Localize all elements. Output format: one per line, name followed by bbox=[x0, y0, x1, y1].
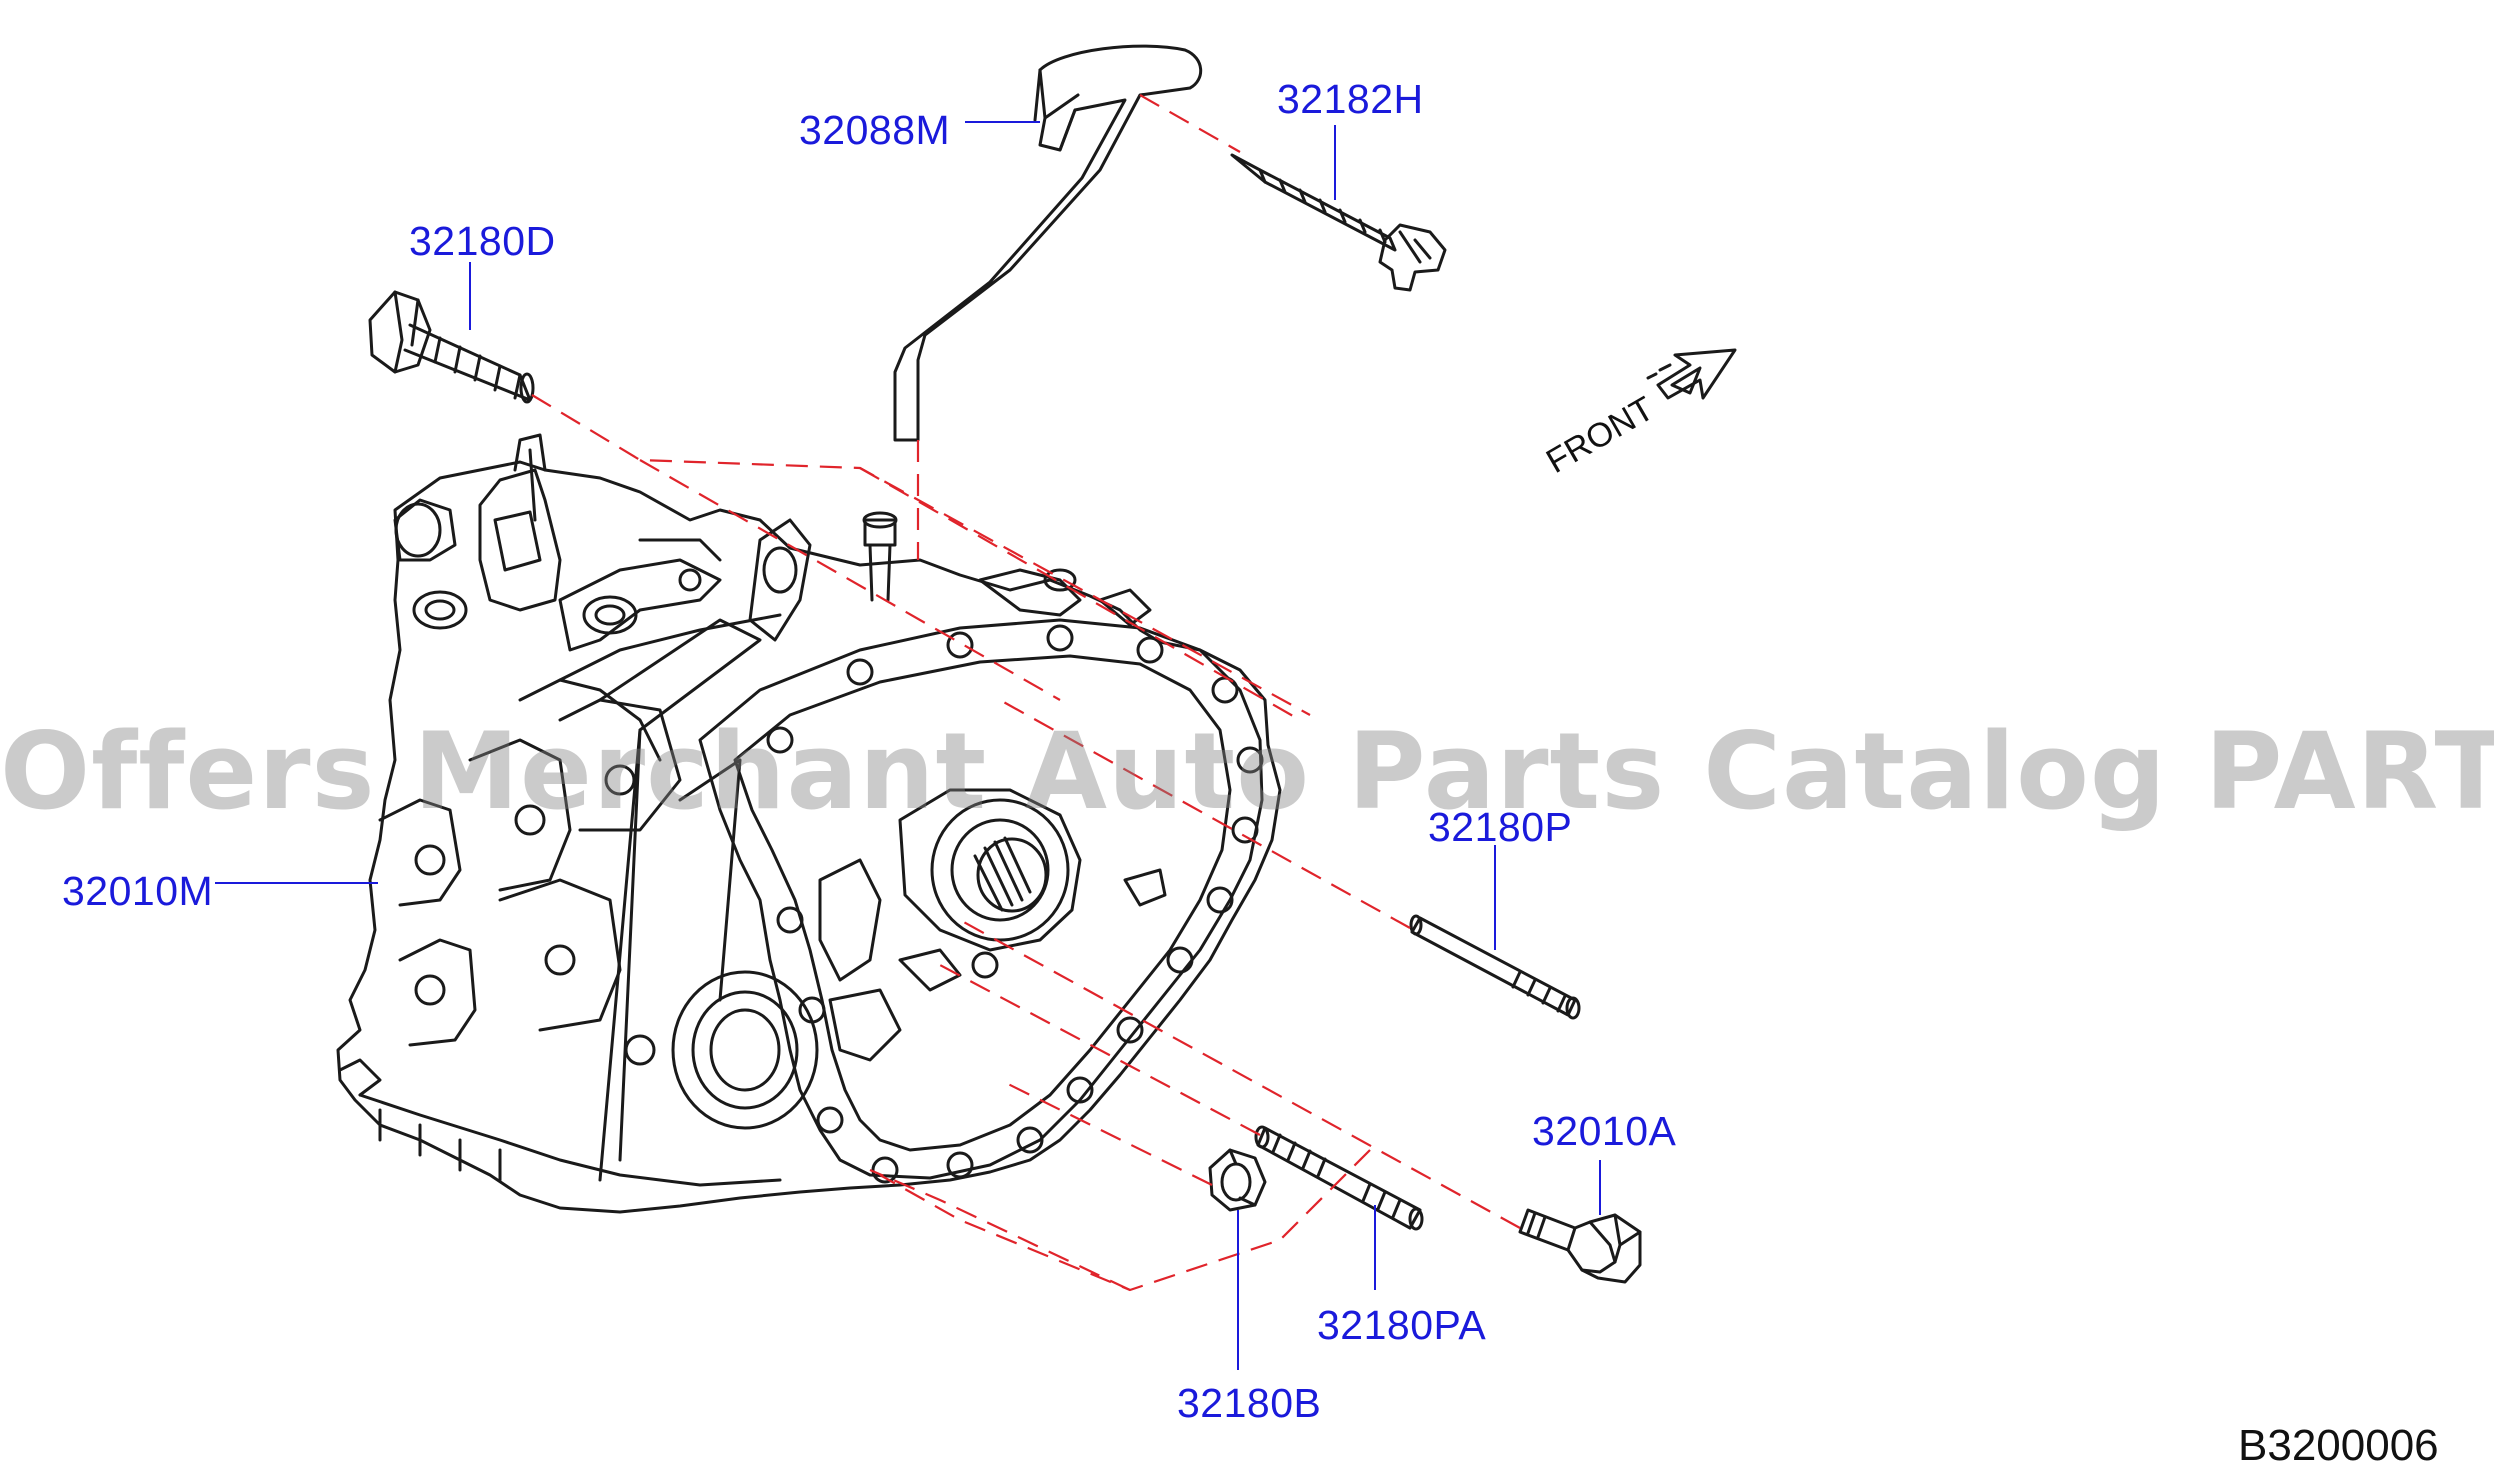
stud-32180P bbox=[1409, 914, 1581, 1020]
bolt-32010A bbox=[1518, 1208, 1642, 1284]
callout-32180PA[interactable]: 32180PA bbox=[1317, 1302, 1487, 1348]
watermark: Offers Merchant Auto Parts Catalog PARTS… bbox=[0, 710, 2494, 833]
hose-clip bbox=[1230, 153, 1447, 292]
diagram-id: B3200006 bbox=[2238, 1421, 2439, 1470]
callout-32088M[interactable]: 32088M bbox=[799, 107, 951, 153]
stud-32180PA bbox=[1254, 1125, 1424, 1231]
nut-32180B bbox=[1208, 1148, 1267, 1212]
callout-32180B[interactable]: 32180B bbox=[1177, 1380, 1322, 1426]
front-arrow-icon bbox=[1646, 348, 1737, 400]
assembly-dashed-lines bbox=[531, 94, 1521, 1292]
callout-32010A[interactable]: 32010A bbox=[1532, 1108, 1677, 1154]
bolt-32180D bbox=[368, 290, 535, 404]
breather-hose bbox=[893, 44, 1203, 442]
callout-32182H[interactable]: 32182H bbox=[1277, 76, 1424, 122]
transmission-case bbox=[336, 433, 1282, 1214]
callout-32180P[interactable]: 32180P bbox=[1428, 804, 1573, 850]
callout-32010M[interactable]: 32010M bbox=[62, 868, 214, 914]
callout-leaders bbox=[215, 121, 1601, 1370]
callout-32180D[interactable]: 32180D bbox=[409, 218, 556, 264]
